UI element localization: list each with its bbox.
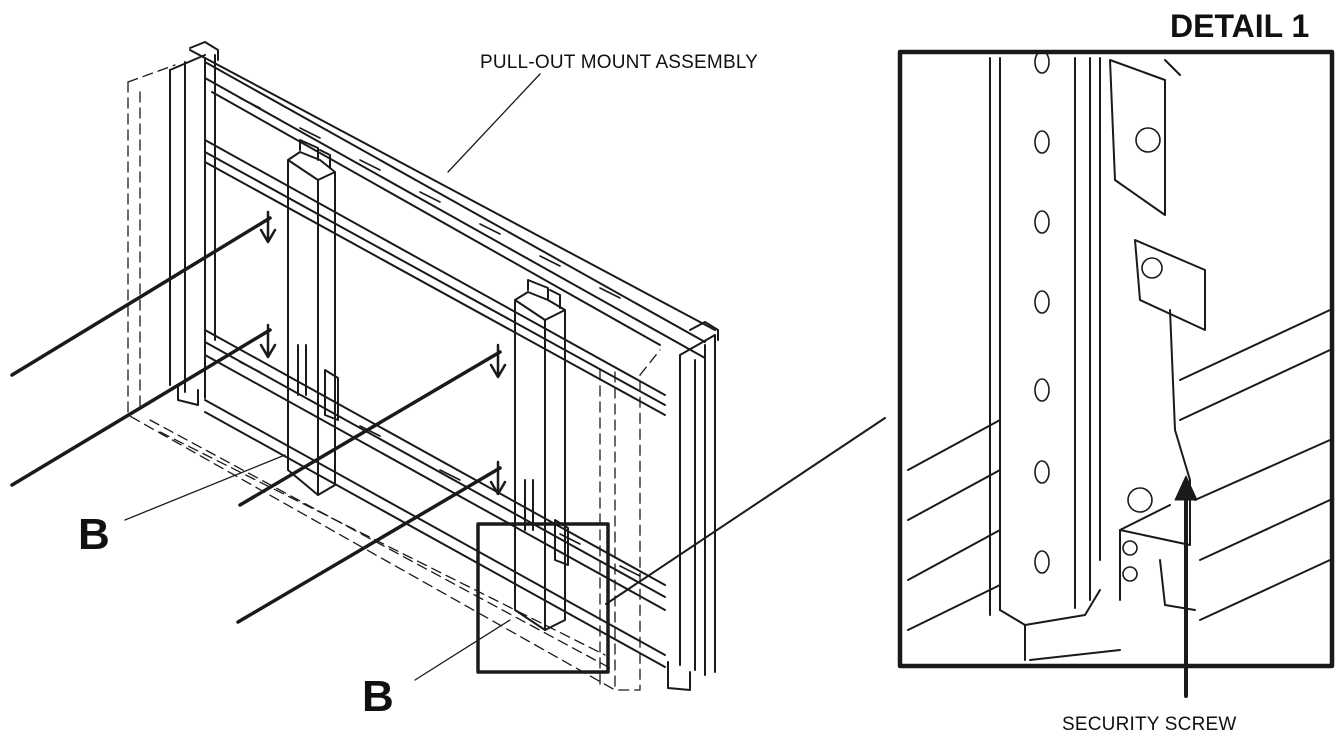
detail-title: DETAIL 1: [1170, 8, 1310, 44]
detail-frame: [897, 49, 1335, 669]
assembly-label: PULL-OUT MOUNT ASSEMBLY: [480, 52, 759, 73]
mount-frame: [169, 41, 719, 691]
security-screw-label: SECURITY SCREW: [1062, 714, 1237, 735]
detail-marker-box: [476, 522, 610, 674]
insertion-lines: [10, 216, 502, 624]
callout-b-right: B: [362, 672, 394, 721]
detail-holes: [1034, 50, 1163, 582]
detail-drawing: [907, 57, 1331, 661]
vertical-bracket-right: [514, 279, 569, 631]
leader-lines: [124, 73, 886, 681]
down-arrow-icon: [259, 210, 507, 496]
rail-slots: [239, 97, 641, 577]
security-screw-arrow: [1174, 475, 1198, 698]
vertical-bracket-left: [287, 139, 339, 496]
dashed-wall-outline: [127, 64, 661, 691]
callout-b-left: B: [78, 510, 110, 559]
